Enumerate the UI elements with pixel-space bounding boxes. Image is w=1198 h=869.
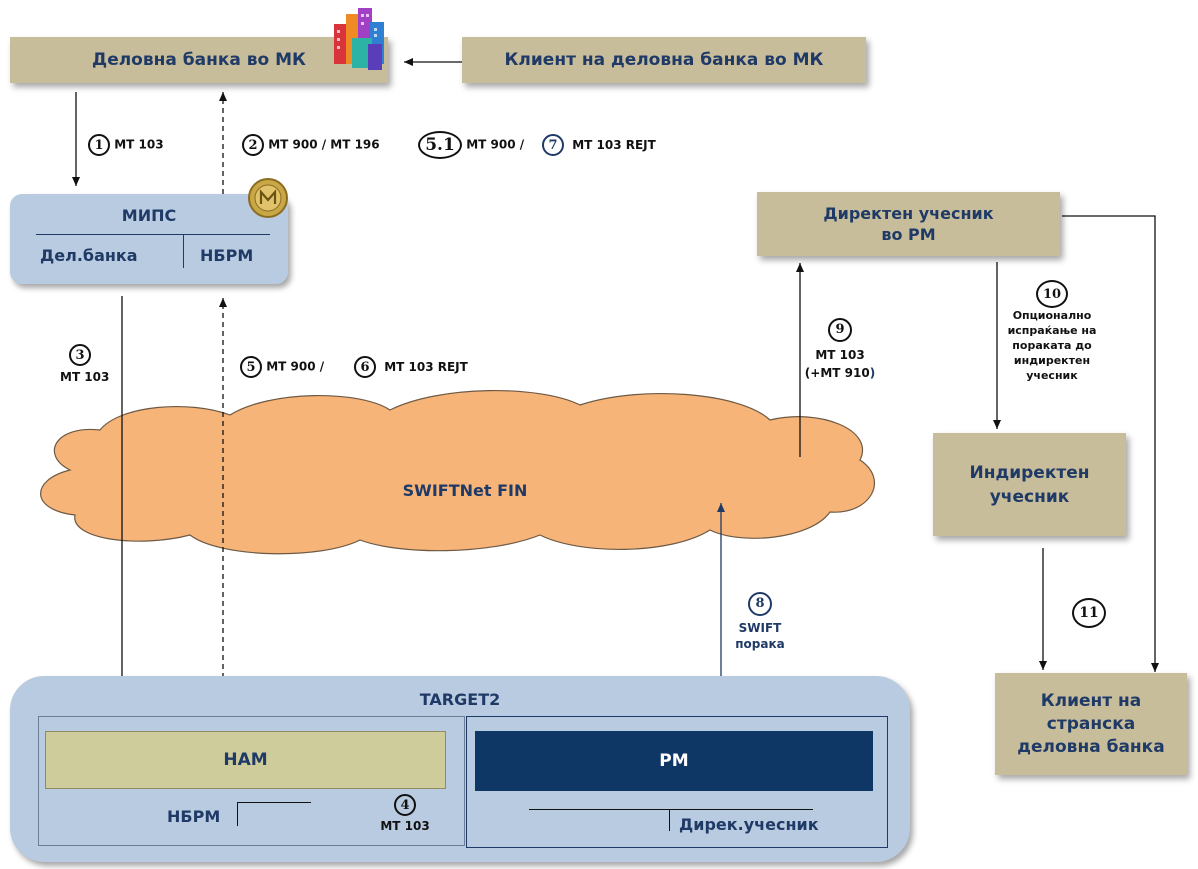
step-10-line4: индиректен (1013, 354, 1091, 367)
foreign-client-line1: Клиент на (1040, 690, 1142, 711)
domestic-bank-label: Деловна банка во МК (92, 50, 306, 70)
step-4-label: 4 МТ 103 (370, 794, 440, 833)
step-6-number: 6 (354, 356, 376, 378)
ham-section: НАМ НБРМ (38, 716, 465, 846)
mips-panel: МИПС Дел.банка НБРМ (10, 194, 288, 284)
pm-bar: РМ (475, 731, 873, 791)
pm-label: РМ (659, 751, 689, 771)
swiftnet-label: SWIFTNet FIN (402, 481, 528, 500)
mips-divider-vertical (183, 234, 184, 268)
step-2-number: 2 (242, 134, 264, 156)
step-9-line2-paren: ) (869, 366, 876, 380)
step-6-message: МТ 103 REJT (384, 359, 468, 374)
step-7-message: МТ 103 REJT (572, 137, 656, 152)
pm-sub-tick (669, 809, 670, 831)
direct-participant-line2: во РМ (881, 225, 936, 244)
ham-sub-tick (237, 802, 238, 826)
mips-divider-horizontal (36, 234, 270, 235)
swiftnet-cloud (40, 389, 875, 555)
step-9-number: 9 (828, 318, 852, 342)
step-10-line1: Опционално (1012, 309, 1092, 322)
ham-sub-label: НБРМ (167, 807, 221, 826)
foreign-client-line2: странска (1046, 713, 1136, 734)
step-7-number: 7 (542, 134, 564, 156)
step-4-number: 4 (394, 794, 416, 816)
step-8-number: 8 (748, 592, 772, 616)
indirect-participant-box: Индиректен учесник (933, 433, 1126, 536)
step-2-label: 2 МТ 900 / МТ 196 (242, 134, 380, 156)
domestic-client-label: Клиент на деловна банка во МК (504, 50, 824, 70)
domestic-bank-box: Деловна банка во МК (10, 37, 388, 83)
ham-sub-line (237, 802, 311, 803)
pm-sub-line (529, 809, 813, 810)
step-8-line2: порака (735, 637, 785, 651)
nbrm-seal-icon (248, 178, 288, 218)
step-9-line2: (+МТ 910 (804, 366, 870, 380)
step-5-1-label: 5.1 МТ 900 / (418, 131, 524, 159)
ham-bar: НАМ (45, 731, 446, 789)
step-5-message: МТ 900 / (266, 359, 325, 374)
direct-participant-line1: Директен учесник (823, 204, 994, 223)
step-8-label: 8 SWIFT порака (730, 592, 790, 652)
direct-participant-box: Директен учесник во РМ (757, 192, 1060, 256)
step-1-number: 1 (88, 134, 110, 156)
step-4-message: МТ 103 (380, 819, 430, 833)
arrow-direct-to-foreign-client (1062, 215, 1159, 672)
indirect-participant-line1: Индиректен (969, 462, 1090, 483)
step-9-label: 9 МТ 103 (+МТ 910) (800, 318, 880, 382)
step-10-number: 10 (1036, 280, 1068, 308)
step-11-label: 11 (1072, 598, 1106, 628)
step-11-number: 11 (1072, 598, 1106, 628)
step-10-line3: пораката до (1012, 339, 1092, 352)
mips-title: МИПС (121, 206, 177, 225)
foreign-client-line3: деловна банка (1017, 736, 1165, 757)
step-6-label: 6 МТ 103 REJT (354, 356, 468, 378)
step-1-label: 1 МТ 103 (88, 134, 164, 156)
mips-right-label: НБРМ (200, 246, 254, 265)
step-3-label: 3 МТ 103 (60, 344, 110, 384)
step-9-line1: МТ 103 (815, 348, 865, 362)
step-10-line2: испраќање на (1007, 324, 1097, 337)
foreign-client-box: Клиент на странска деловна банка (995, 673, 1187, 775)
step-7-label: 7 МТ 103 REJT (542, 134, 656, 156)
step-3-number: 3 (69, 344, 91, 366)
step-5-1-message: МТ 900 / (466, 137, 525, 152)
step-10-line5: учесник (1026, 369, 1078, 382)
step-1-message: МТ 103 (114, 137, 164, 152)
target2-panel: TARGET2 НАМ НБРМ 4 МТ 103 РМ Дирек.учесн… (10, 676, 910, 862)
step-10-label: 10 Опционално испраќање на пораката до и… (1002, 280, 1102, 383)
mips-left-label: Дел.банка (40, 246, 138, 265)
step-2-message: МТ 900 / МТ 196 (268, 137, 380, 152)
step-8-line1: SWIFT (738, 621, 782, 635)
step-5-1-number: 5.1 (418, 131, 462, 159)
pm-sub-label: Дирек.учесник (679, 815, 819, 834)
ham-label: НАМ (223, 750, 268, 770)
indirect-participant-line2: учесник (989, 486, 1070, 507)
step-5-label: 5 МТ 900 / (240, 356, 324, 378)
pm-section: РМ Дирек.учесник (466, 716, 888, 848)
step-3-message: МТ 103 (60, 370, 110, 384)
step-5-number: 5 (240, 356, 262, 378)
buildings-icon (334, 8, 384, 70)
domestic-client-box: Клиент на деловна банка во МК (462, 37, 866, 83)
target2-title: TARGET2 (419, 690, 501, 709)
